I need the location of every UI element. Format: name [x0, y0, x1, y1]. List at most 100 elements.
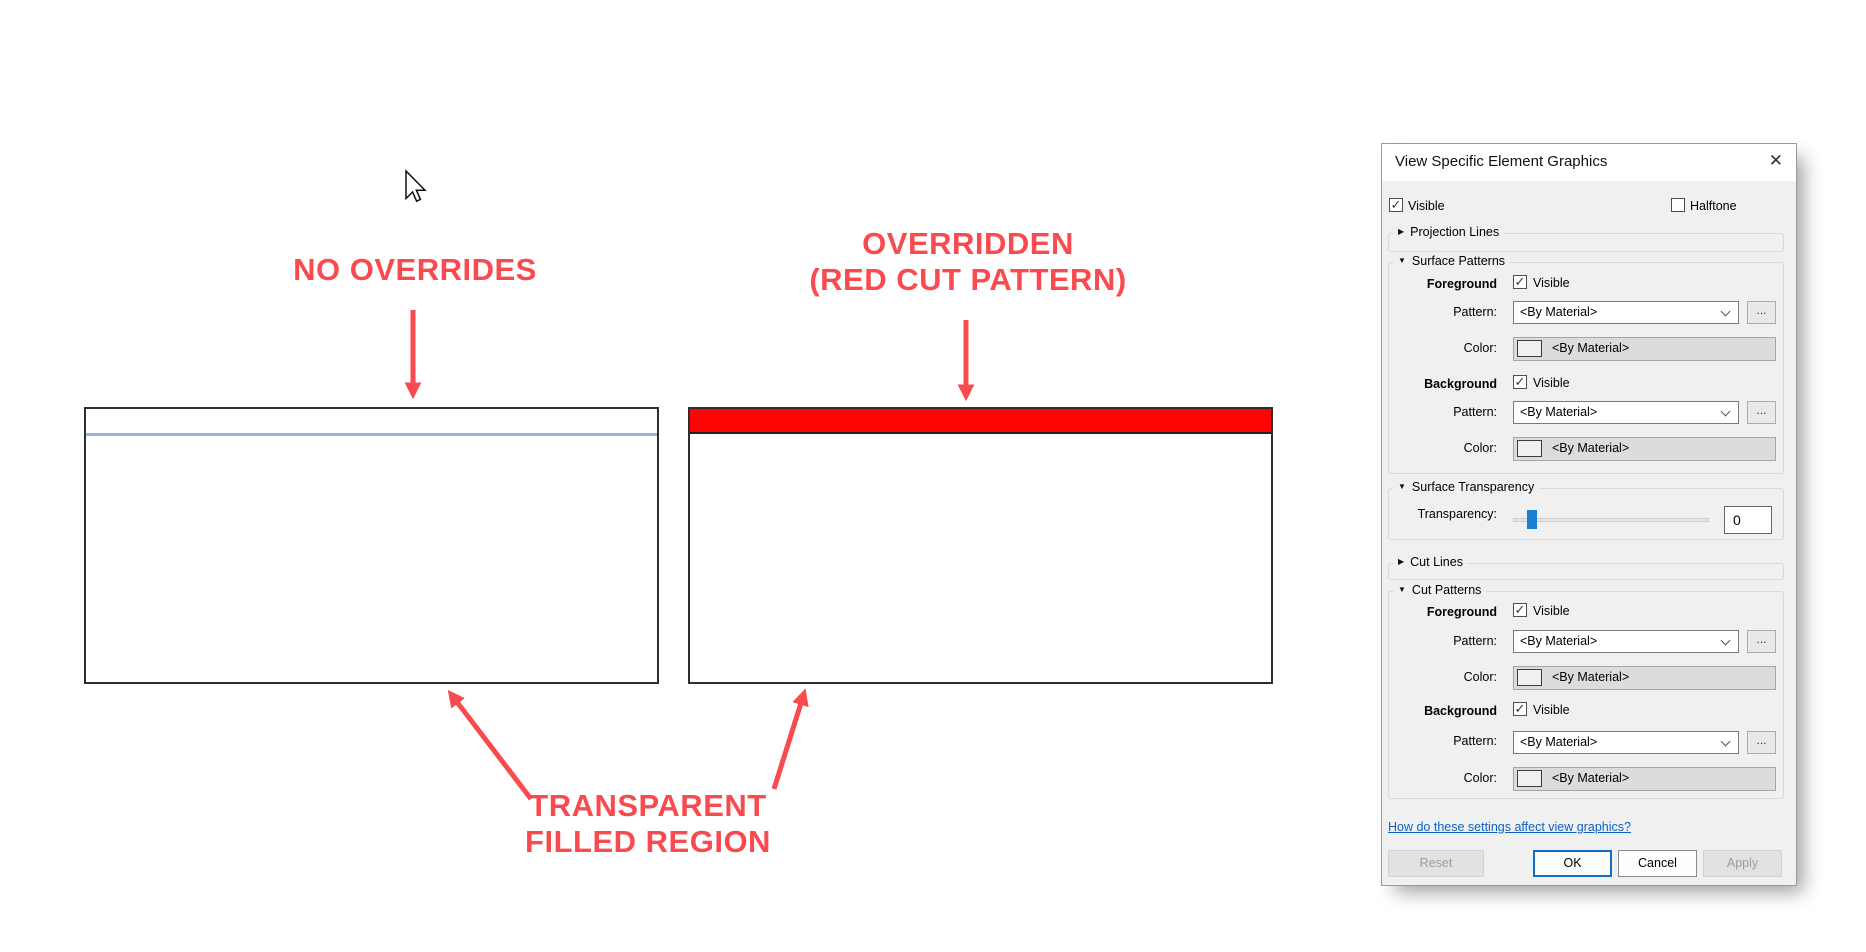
cut-background-color-button[interactable]: <By Material>	[1513, 767, 1776, 791]
triangle-down-icon: ▼	[1398, 482, 1406, 491]
color-value: <By Material>	[1552, 771, 1630, 785]
color-swatch	[1517, 340, 1542, 357]
selected-pattern: <By Material>	[1520, 735, 1598, 749]
surface-foreground-pattern-select[interactable]: <By Material>	[1513, 301, 1739, 324]
background-label: Background	[1424, 377, 1497, 391]
surface-transparency-label: Surface Transparency	[1411, 480, 1535, 494]
color-swatch	[1517, 770, 1542, 787]
check-icon: ✓	[1514, 602, 1526, 617]
annotation-no-overrides: NO OVERRIDES	[293, 252, 537, 288]
pattern-label: Pattern:	[1453, 634, 1497, 648]
cut-foreground-visible-checkbox[interactable]: ✓	[1513, 603, 1527, 617]
chevron-down-icon	[1720, 635, 1731, 646]
apply-button[interactable]: Apply	[1703, 850, 1782, 877]
background-label: Background	[1424, 704, 1497, 718]
cut-foreground-pattern-select[interactable]: <By Material>	[1513, 630, 1739, 653]
dialog-title: View Specific Element Graphics	[1395, 153, 1608, 170]
chevron-down-icon	[1720, 406, 1731, 417]
cut-lines-group: ▶ Cut Lines	[1388, 555, 1784, 580]
cut-foreground-pattern-browse-button[interactable]: ...	[1747, 630, 1776, 653]
annotation-text: (RED CUT PATTERN)	[809, 262, 1127, 297]
close-icon[interactable]: ✕	[1768, 151, 1783, 170]
reset-button[interactable]: Reset	[1388, 850, 1484, 877]
mouse-cursor-icon	[405, 169, 427, 203]
halftone-label: Halftone	[1690, 199, 1737, 213]
projection-lines-header[interactable]: ▶ Projection Lines	[1393, 225, 1505, 239]
selected-pattern: <By Material>	[1520, 305, 1598, 319]
surface-background-pattern-browse-button[interactable]: ...	[1747, 401, 1776, 424]
check-icon: ✓	[1514, 701, 1526, 716]
transparency-label: Transparency:	[1417, 507, 1497, 521]
projection-lines-group: ▶ Projection Lines	[1388, 225, 1784, 252]
triangle-down-icon: ▼	[1398, 256, 1406, 265]
halftone-checkbox[interactable]	[1671, 198, 1685, 212]
dialog-titlebar[interactable]: View Specific Element Graphics ✕	[1382, 144, 1796, 181]
color-label: Color:	[1463, 441, 1497, 455]
filled-region-overridden	[688, 407, 1273, 684]
surface-foreground-pattern-browse-button[interactable]: ...	[1747, 301, 1776, 324]
surface-background-color-button[interactable]: <By Material>	[1513, 437, 1776, 461]
cut-background-visible-checkbox[interactable]: ✓	[1513, 702, 1527, 716]
color-value: <By Material>	[1552, 441, 1630, 455]
color-swatch	[1517, 440, 1542, 457]
transparency-slider[interactable]	[1513, 518, 1709, 522]
cut-lines-label: Cut Lines	[1410, 555, 1463, 569]
color-label: Color:	[1463, 771, 1497, 785]
surface-transparency-header[interactable]: ▼ Surface Transparency	[1393, 480, 1540, 494]
surface-background-pattern-select[interactable]: <By Material>	[1513, 401, 1739, 424]
check-icon: ✓	[1390, 197, 1402, 212]
transparency-slider-handle[interactable]	[1527, 510, 1537, 529]
arrow-transparent-right	[771, 688, 809, 790]
annotation-text: OVERRIDDEN	[862, 226, 1074, 261]
red-cut-pattern-band	[690, 409, 1271, 434]
surface-patterns-header[interactable]: ▼ Surface Patterns	[1393, 254, 1511, 268]
help-link[interactable]: How do these settings affect view graphi…	[1388, 820, 1631, 834]
color-swatch	[1517, 669, 1542, 686]
triangle-right-icon: ▶	[1398, 557, 1405, 566]
annotation-text: FILLED REGION	[525, 824, 771, 859]
cut-lines-header[interactable]: ▶ Cut Lines	[1393, 555, 1468, 569]
surface-foreground-visible-checkbox[interactable]: ✓	[1513, 275, 1527, 289]
selected-pattern: <By Material>	[1520, 405, 1598, 419]
check-icon: ✓	[1514, 374, 1526, 389]
annotation-transparent: TRANSPARENT FILLED REGION	[525, 788, 771, 860]
surface-transparency-group: ▼ Surface Transparency Transparency: 0	[1388, 480, 1784, 540]
annotation-text: TRANSPARENT	[529, 788, 767, 823]
visible-label: Visible	[1533, 376, 1570, 390]
arrow-transparent-left	[447, 689, 533, 801]
filled-region-no-overrides	[84, 407, 659, 684]
surface-patterns-label: Surface Patterns	[1411, 254, 1506, 268]
surface-patterns-group: ▼ Surface Patterns Foreground ✓ Visible …	[1388, 254, 1784, 474]
cut-background-pattern-browse-button[interactable]: ...	[1747, 731, 1776, 754]
visible-checkbox[interactable]: ✓	[1389, 198, 1403, 212]
visible-label: Visible	[1533, 703, 1570, 717]
chevron-down-icon	[1720, 736, 1731, 747]
chevron-down-icon	[1720, 306, 1731, 317]
view-specific-element-graphics-dialog: View Specific Element Graphics ✕ ✓ Visib…	[1381, 143, 1797, 886]
cancel-button[interactable]: Cancel	[1618, 850, 1697, 877]
color-label: Color:	[1463, 341, 1497, 355]
surface-foreground-color-button[interactable]: <By Material>	[1513, 337, 1776, 361]
foreground-label: Foreground	[1426, 277, 1497, 291]
cut-foreground-color-button[interactable]: <By Material>	[1513, 666, 1776, 690]
pattern-label: Pattern:	[1453, 734, 1497, 748]
surface-background-visible-checkbox[interactable]: ✓	[1513, 375, 1527, 389]
triangle-down-icon: ▼	[1398, 585, 1406, 594]
transparency-input[interactable]: 0	[1724, 506, 1772, 534]
cut-background-pattern-select[interactable]: <By Material>	[1513, 731, 1739, 754]
visible-label: Visible	[1408, 199, 1445, 213]
cut-patterns-group: ▼ Cut Patterns Foreground ✓ Visible Patt…	[1388, 583, 1784, 799]
color-label: Color:	[1463, 670, 1497, 684]
cut-patterns-header[interactable]: ▼ Cut Patterns	[1393, 583, 1487, 597]
selection-line	[86, 433, 657, 436]
selected-pattern: <By Material>	[1520, 634, 1598, 648]
color-value: <By Material>	[1552, 670, 1630, 684]
ok-button[interactable]: OK	[1533, 850, 1612, 877]
visible-label: Visible	[1533, 604, 1570, 618]
pattern-label: Pattern:	[1453, 305, 1497, 319]
check-icon: ✓	[1514, 274, 1526, 289]
annotation-overridden: OVERRIDDEN (RED CUT PATTERN)	[809, 226, 1126, 298]
cut-patterns-label: Cut Patterns	[1411, 583, 1482, 597]
foreground-label: Foreground	[1426, 605, 1497, 619]
